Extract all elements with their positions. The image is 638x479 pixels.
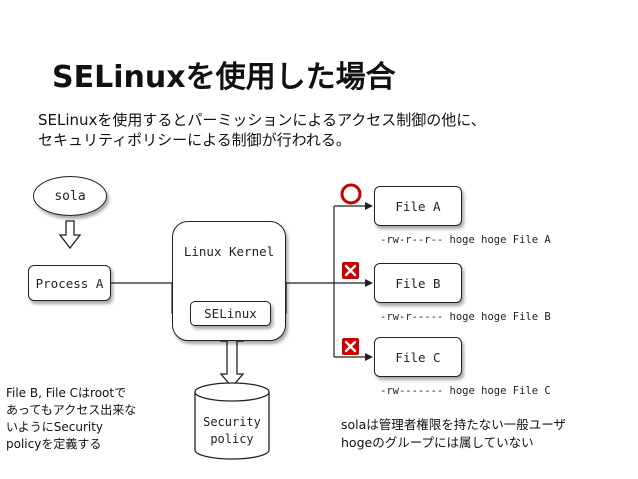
user-sola: sola [33, 176, 107, 216]
security-policy-label: Security policy [203, 415, 261, 446]
file-a-box: File A [374, 186, 462, 226]
description-line-2: セキュリティポリシーによる制御が行われる。 [38, 131, 351, 149]
selinux-box: SELinux [190, 301, 271, 326]
left-note: File B, File Cはrootで あってもアクセス出来な いようにSec… [6, 385, 136, 453]
left-note-line: File B, File Cはrootで [6, 386, 127, 400]
allowed-circle-icon [340, 183, 362, 205]
description-line-1: SELinuxを使用するとパーミッションによるアクセス制御の他に、 [38, 111, 486, 129]
file-c-permission: -rw------- hoge hoge File C [380, 385, 551, 397]
left-note-line: いようにSecurity [6, 420, 104, 434]
file-a-label: File A [395, 198, 441, 214]
process-a-label: Process A [35, 275, 104, 291]
denied-x-icon-file-c [342, 338, 359, 355]
user-sola-label: sola [54, 188, 86, 204]
file-c-box: File C [374, 337, 462, 377]
file-b-box: File B [374, 263, 462, 303]
sola-to-process-arrow [58, 220, 82, 250]
denied-x-icon-file-b [342, 262, 359, 279]
right-note: solaは管理者権限を持たない一般ユーザ hogeのグループには属していない [341, 416, 566, 452]
right-note-line: hogeのグループには属していない [341, 435, 534, 450]
file-b-permission: -rw-r----- hoge hoge File B [380, 311, 551, 323]
file-a-permission: -rw-r--r-- hoge hoge File A [380, 234, 551, 246]
selinux-label: SELinux [204, 306, 257, 321]
right-note-line: solaは管理者権限を持たない一般ユーザ [341, 417, 567, 432]
process-a-box: Process A [28, 265, 111, 301]
file-c-label: File C [395, 349, 441, 365]
file-b-label: File B [395, 275, 441, 291]
linux-kernel-label: Linux Kernel [183, 244, 275, 259]
security-policy-database [194, 382, 270, 460]
left-note-line: policyを定義する [6, 437, 102, 451]
left-note-line: あってもアクセス出来な [6, 403, 137, 417]
page-title: SELinuxを使用した場合 [52, 60, 396, 95]
